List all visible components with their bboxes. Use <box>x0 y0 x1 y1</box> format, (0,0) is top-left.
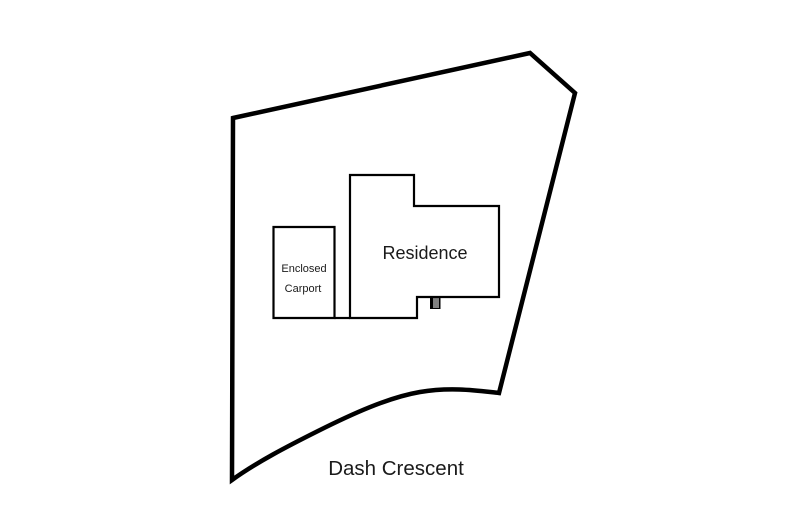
residence-label: Residence <box>382 243 467 263</box>
entry-steps-hatch <box>432 297 440 308</box>
street-label: Dash Crescent <box>328 457 464 480</box>
carport-label-line1: Enclosed <box>281 263 326 275</box>
carport-label-line2: Carport <box>285 283 322 295</box>
residence-outline <box>348 173 501 320</box>
property-boundary <box>229 50 578 485</box>
